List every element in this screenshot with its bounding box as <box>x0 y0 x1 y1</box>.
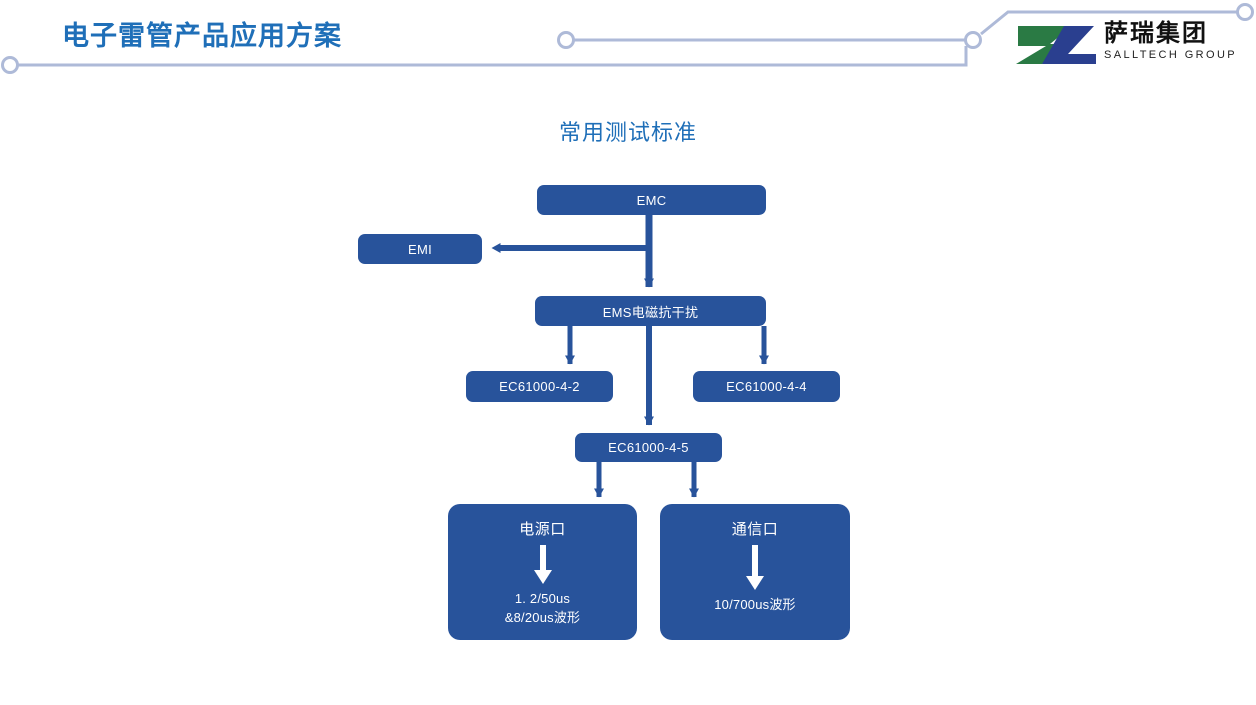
salltech-logo-mark <box>1016 26 1096 64</box>
node-iec61000-4-5-label: EC61000-4-5 <box>608 440 689 455</box>
node-iec61000-4-2[interactable]: EC61000-4-2 <box>466 371 613 402</box>
slide-title: 常用测试标准 <box>558 120 697 145</box>
top-right-circle <box>1236 3 1254 21</box>
left-end-circle <box>1 56 19 74</box>
node-iec61000-4-2-label: EC61000-4-2 <box>499 379 580 394</box>
node-power-port-line2: &8/20us波形 <box>504 610 581 625</box>
down-arrow-icon <box>746 545 764 590</box>
node-power-port-title: 电源口 <box>519 521 566 538</box>
node-ems-label: EMS电磁抗干扰 <box>602 304 699 320</box>
node-comm-port[interactable]: 通信口 10/700us波形 <box>660 504 850 640</box>
node-emc-label: EMC <box>636 192 667 208</box>
node-emi[interactable]: EMI <box>358 234 482 264</box>
logo-name-cn: 萨瑞集团 <box>1104 20 1208 47</box>
node-emc[interactable]: EMC <box>537 185 766 215</box>
slide-header: 电子雷管产品应用方案 萨瑞集团 SALLTECH GROUP <box>0 0 1256 92</box>
node-power-port-line1: 1. 2/50us <box>514 591 571 606</box>
node-comm-port-line1: 10/700us波形 <box>714 597 796 612</box>
node-power-port[interactable]: 电源口 1. 2/50us &8/20us波形 <box>448 504 637 640</box>
node-comm-port-title: 通信口 <box>731 521 779 538</box>
mid-circle <box>557 31 575 49</box>
node-ems[interactable]: EMS电磁抗干扰 <box>535 296 766 326</box>
node-iec61000-4-4[interactable]: EC61000-4-4 <box>693 371 840 402</box>
node-iec61000-4-4-label: EC61000-4-4 <box>726 379 807 394</box>
down-arrow-icon <box>533 545 552 584</box>
logo-name-en: SALLTECH GROUP <box>1104 49 1238 61</box>
header-decoration-lines <box>1 3 1254 74</box>
page-title: 电子雷管产品应用方案 <box>62 21 342 51</box>
company-logo: 萨瑞集团 SALLTECH GROUP <box>1012 20 1246 72</box>
junction-circle <box>964 31 982 49</box>
node-emi-label: EMI <box>407 241 432 257</box>
node-iec61000-4-5[interactable]: EC61000-4-5 <box>575 433 722 462</box>
